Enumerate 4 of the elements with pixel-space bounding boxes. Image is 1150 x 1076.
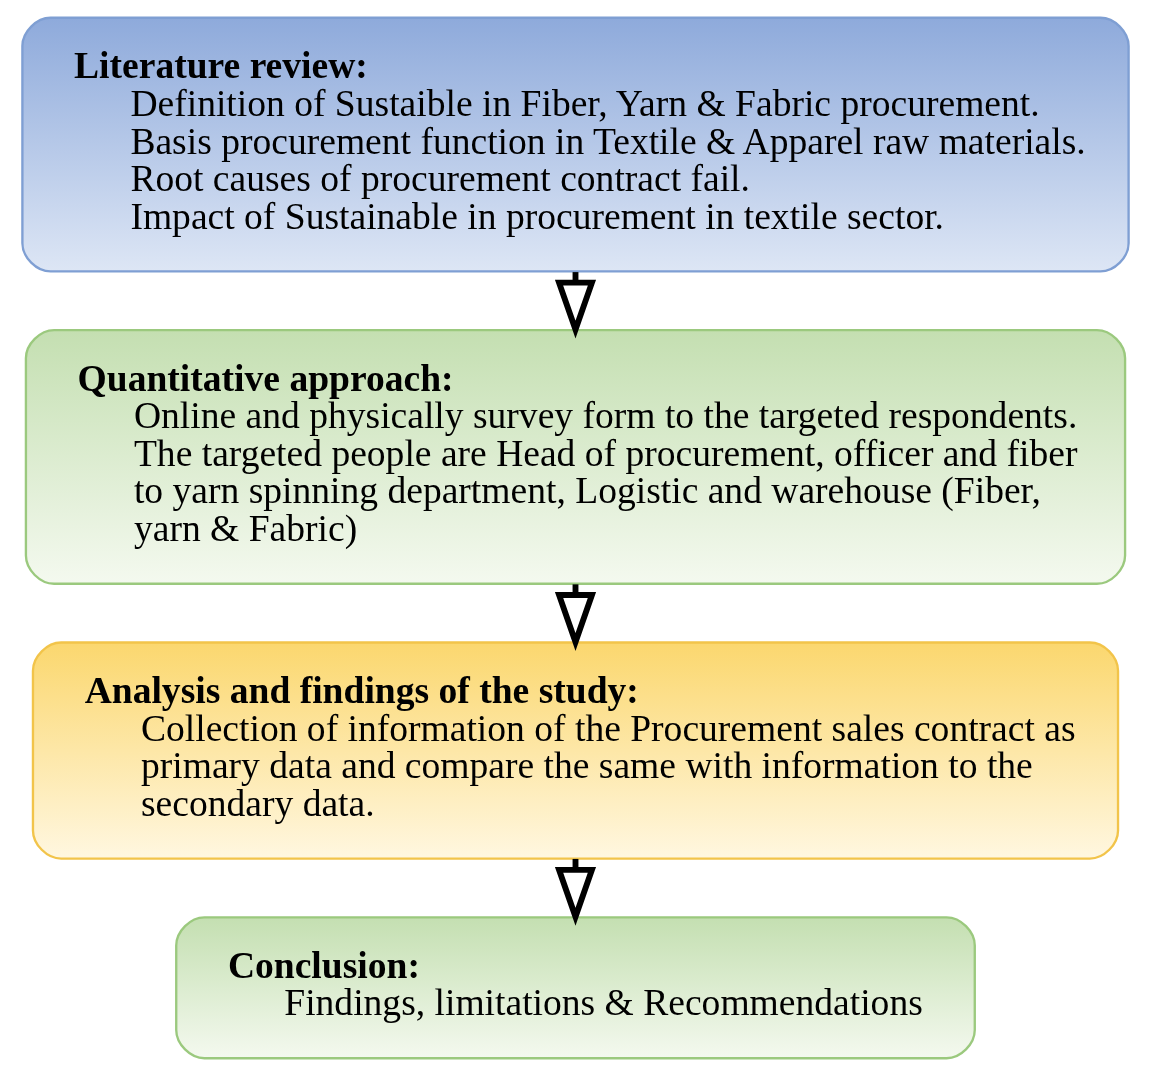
- node-box: Analysis and findings of the study: Collection of information of the Procurement sales contract as primary data and compare the same with information to the secondary data.: [31, 641, 1119, 860]
- node-box: Literature review: Definition of Sustaible in Fiber, Yarn & Fabric procurement. Basis procurement function in Textile & Apparel raw materials. Root causes of procurement contract fail. Impact of Sustainable in procurement in textile sector.: [20, 16, 1130, 273]
- node-box: Quantitative approach: Online and physically survey form to the targeted respondents. The targeted people are Head of procurement, officer and fiber to yarn spinning department, Logistic and warehouse (Fiber, yarn & Fabric): [24, 328, 1126, 585]
- node-box: Conclusion: Findings, limitations & Recommendations: [174, 916, 976, 1060]
